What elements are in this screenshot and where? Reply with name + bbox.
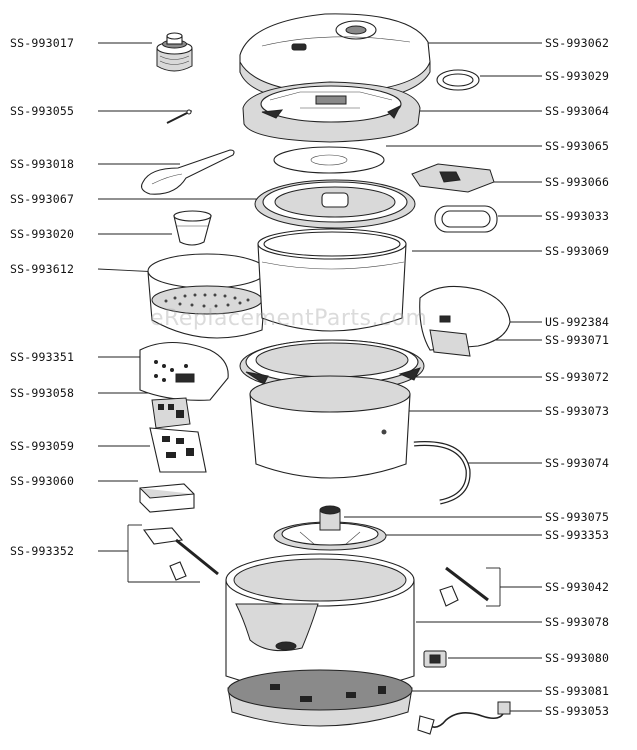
label-ss-993075: SS-993075	[545, 510, 610, 524]
small-pin	[166, 109, 192, 124]
display-board	[151, 397, 191, 429]
inner-lid	[254, 179, 416, 229]
steam-valve-knob	[156, 32, 193, 72]
label-ss-993067: SS-993067	[10, 192, 75, 206]
label-ss-993080: SS-993080	[545, 651, 610, 665]
heater-plate	[273, 505, 387, 551]
control-panel	[139, 342, 229, 401]
label-ss-993072: SS-993072	[545, 370, 610, 384]
rice-spoon	[141, 149, 235, 195]
base-plate	[227, 669, 413, 727]
label-ss-993074: SS-993074	[545, 456, 610, 470]
label-ss-993071: SS-993071	[545, 333, 610, 347]
inner-cooking-pot	[257, 228, 407, 332]
heating-body	[249, 375, 411, 479]
label-ss-993062: SS-993062	[545, 36, 610, 50]
label-ss-993352: SS-993352	[10, 544, 75, 558]
label-ss-993064: SS-993064	[545, 104, 610, 118]
side-hinge-cover	[419, 285, 511, 357]
label-ss-993042: SS-993042	[545, 580, 610, 594]
gasket-ring	[436, 69, 480, 91]
label-ss-993073: SS-993073	[545, 404, 610, 418]
label-ss-993069: SS-993069	[545, 244, 610, 258]
label-ss-993078: SS-993078	[545, 615, 610, 629]
label-ss-993055: SS-993055	[10, 104, 75, 118]
valve-seal	[434, 205, 498, 233]
label-ss-993018: SS-993018	[10, 157, 75, 171]
label-ss-993059: SS-993059	[10, 439, 75, 453]
outer-body	[225, 553, 415, 693]
measuring-cup	[173, 210, 212, 246]
leader-lines	[97, 42, 542, 712]
label-ss-993033: SS-993033	[545, 209, 610, 223]
clamp-band	[413, 441, 471, 505]
power-cord	[417, 701, 511, 735]
label-ss-993065: SS-993065	[545, 139, 610, 153]
label-ss-993020: SS-993020	[10, 227, 75, 241]
lid-latch	[411, 163, 495, 193]
label-ss-993053: SS-993053	[545, 704, 610, 718]
sensor-set-right	[439, 566, 489, 607]
steam-basket	[147, 253, 267, 339]
label-ss-993060: SS-993060	[10, 474, 75, 488]
label-ss-993081: SS-993081	[545, 684, 610, 698]
terminal-box	[139, 483, 195, 513]
watermark: eReplacementParts.com	[150, 306, 428, 331]
sensor-set-left	[142, 527, 219, 581]
top-ring	[239, 339, 425, 393]
label-ss-993353: SS-993353	[545, 528, 610, 542]
power-board	[149, 427, 207, 473]
label-ss-993066: SS-993066	[545, 175, 610, 189]
label-ss-993017: SS-993017	[10, 36, 75, 50]
inner-plate	[273, 146, 385, 174]
label-ss-993058: SS-993058	[10, 386, 75, 400]
label-ss-993029: SS-993029	[545, 69, 610, 83]
label-us-992384: US-992384	[545, 315, 610, 329]
label-ss-993612: SS-993612	[10, 262, 75, 276]
inner-lid-frame	[242, 81, 421, 143]
label-ss-993351: SS-993351	[10, 350, 75, 364]
power-socket	[423, 650, 447, 668]
